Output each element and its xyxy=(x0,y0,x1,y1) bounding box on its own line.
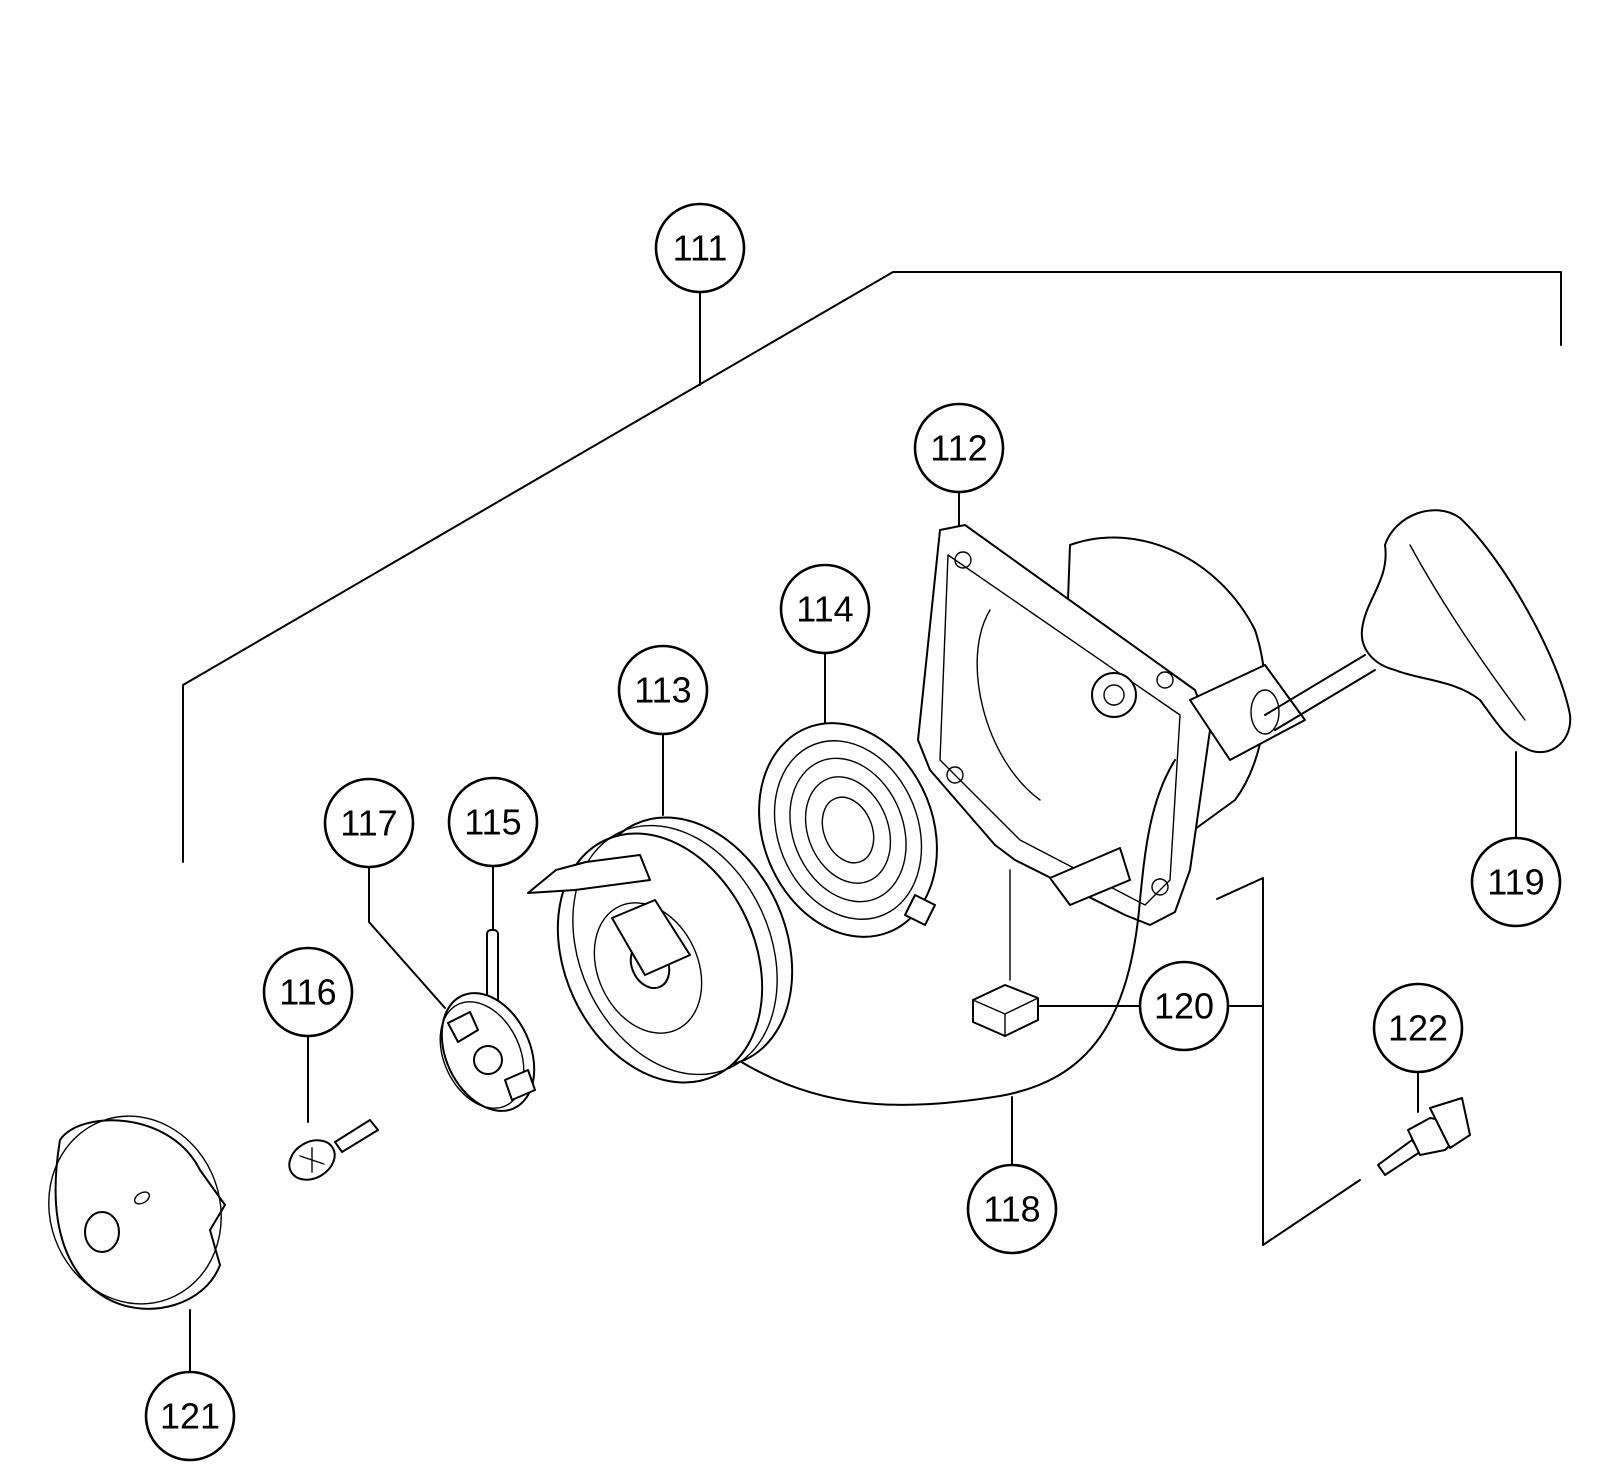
callout-115 xyxy=(447,776,539,868)
callout-112 xyxy=(913,402,1005,494)
pulley-groove xyxy=(572,824,778,1076)
callout-115-label: 115 xyxy=(464,802,521,843)
callout-118 xyxy=(966,1163,1058,1255)
case-rope-guide xyxy=(1189,664,1306,761)
case-tab xyxy=(1049,847,1131,906)
callout-112-label: 112 xyxy=(930,428,987,469)
handle-grip xyxy=(1360,509,1572,754)
screw-shank xyxy=(334,1119,379,1153)
callout-111 xyxy=(654,202,746,294)
starter-rope-part-118 xyxy=(737,759,1176,1106)
assembly-bracket-111 xyxy=(182,271,1562,863)
pulley-cup-part-121 xyxy=(48,1115,226,1310)
cup-face xyxy=(48,1115,222,1305)
ratchet-tab-2 xyxy=(504,1069,536,1101)
case-hole-4 xyxy=(1156,671,1174,689)
case-flange-inner xyxy=(939,554,1181,906)
spring-coil-1 xyxy=(773,740,923,920)
callout-120-label: 120 xyxy=(1154,986,1214,1027)
callout-122-label: 122 xyxy=(1388,1008,1448,1049)
cup-small-hole xyxy=(133,1191,151,1205)
callouts: 111 112 113 114 115 116 117 118 119 120 … xyxy=(144,202,1562,1462)
case-hole-3 xyxy=(1151,878,1169,896)
group-bracket xyxy=(1216,877,1264,1246)
spring-coil-3 xyxy=(804,776,892,884)
callout-114 xyxy=(779,563,871,655)
callout-113 xyxy=(617,644,709,736)
callout-118-label: 118 xyxy=(983,1189,1040,1230)
pulley-rim-lip xyxy=(527,854,651,894)
case-flange xyxy=(917,524,1211,926)
bolt-shank xyxy=(1377,1139,1421,1176)
callout-117 xyxy=(323,777,415,869)
callout-122 xyxy=(1372,982,1464,1074)
spring-hook xyxy=(904,894,936,926)
pin-part-115 xyxy=(486,929,499,1006)
bolt-knob xyxy=(1429,1097,1471,1149)
screw-part-116 xyxy=(288,1119,379,1181)
callout-114-label: 114 xyxy=(796,589,853,630)
spring-coil-4 xyxy=(821,796,875,864)
ratchet-part-117 xyxy=(439,992,536,1112)
rubber-block xyxy=(972,984,1039,1037)
rubber-part-120 xyxy=(972,984,1039,1037)
callout-113-label: 113 xyxy=(634,670,691,711)
callout-121 xyxy=(144,1370,236,1462)
ratchet-hole xyxy=(473,1045,503,1075)
callout-119-label: 119 xyxy=(1487,862,1544,903)
ratchet-rim xyxy=(439,1001,525,1109)
pulley-inner-ring xyxy=(593,902,703,1034)
callout-111-label: 111 xyxy=(673,228,728,269)
callout-121-label: 121 xyxy=(160,1396,220,1437)
rope-guide-hole xyxy=(1250,689,1280,735)
handle-grip-line xyxy=(1409,544,1526,721)
leader-lines xyxy=(182,271,1562,1373)
rubber-block-edges xyxy=(972,997,1039,1037)
callout-119 xyxy=(1470,836,1562,928)
handle-rope-upper xyxy=(1264,654,1366,716)
screw-cross xyxy=(299,1147,325,1173)
case-hole-1 xyxy=(954,551,972,569)
handle-rope-lower xyxy=(1274,669,1376,731)
callout-116 xyxy=(262,946,354,1038)
bolt-part-122 xyxy=(1377,1097,1471,1176)
callout-116-label: 116 xyxy=(279,972,336,1013)
spring-coil-2 xyxy=(789,757,907,903)
group-bracket-to-122 xyxy=(1262,1179,1361,1246)
case-hole-2 xyxy=(946,766,964,784)
pulley-pawl-seat xyxy=(611,899,691,976)
handle-part-119 xyxy=(1264,509,1572,754)
starter-case-part-112 xyxy=(917,524,1306,981)
pin-body xyxy=(486,929,499,1006)
case-inner-arc xyxy=(976,609,1041,801)
pulley-part-113 xyxy=(527,816,794,1084)
case-boss xyxy=(1091,672,1137,718)
recoil-spring-part-114 xyxy=(758,722,938,938)
leader-117 xyxy=(368,866,446,1009)
callout-120 xyxy=(1138,960,1230,1052)
ratchet-tab-1 xyxy=(447,1011,479,1043)
spring-case xyxy=(758,722,938,938)
callout-117-label: 117 xyxy=(340,803,397,844)
cup-center-hole xyxy=(84,1211,120,1253)
case-boss-hole xyxy=(1103,684,1125,706)
cup-body xyxy=(54,1119,226,1310)
